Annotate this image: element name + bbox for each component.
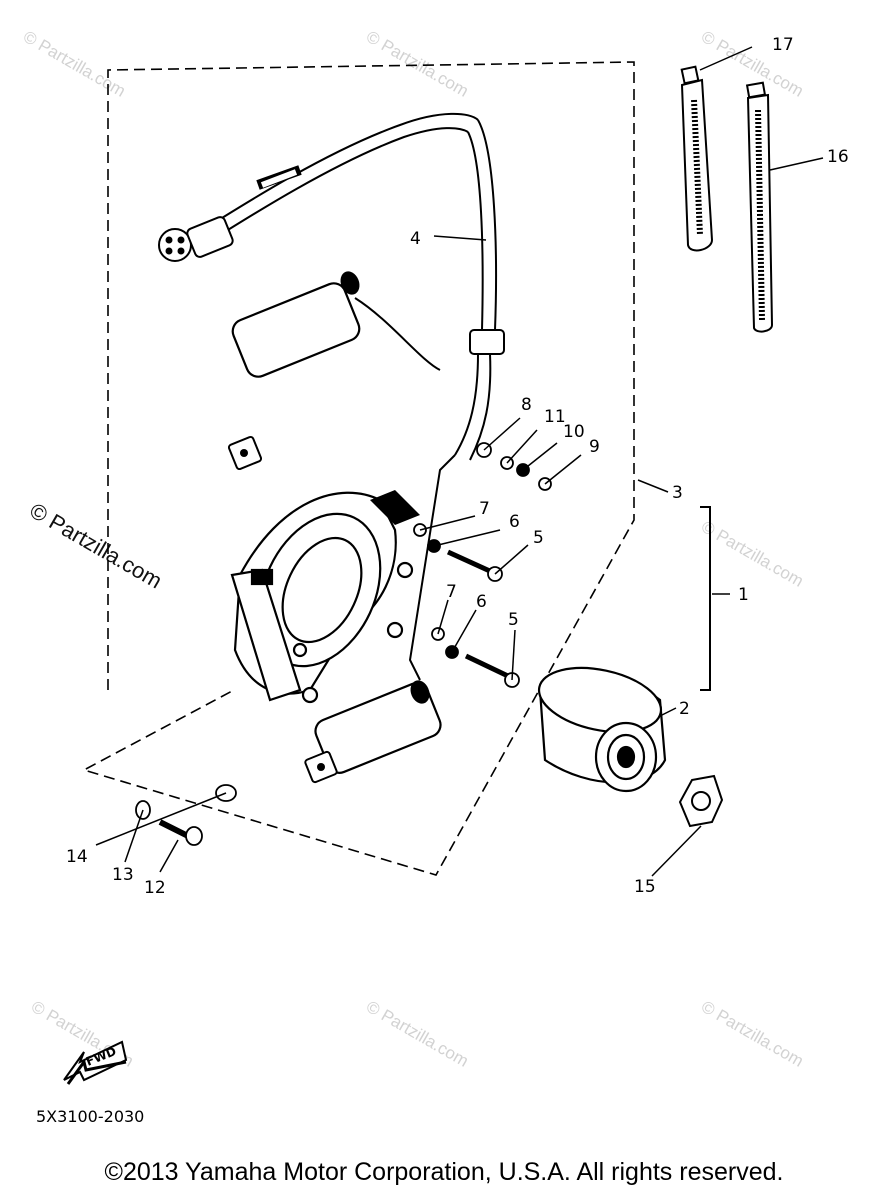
nut-part-15 xyxy=(678,774,724,828)
connector-plug xyxy=(158,216,234,262)
watermark-top-center: © Partzilla.com xyxy=(363,27,472,101)
callout-6a: 6 xyxy=(509,512,520,532)
callout-labels: 17 16 4 8 11 10 9 3 1 7 6 5 7 6 5 2 14 1… xyxy=(66,35,849,898)
drawing-code: 5X3100-2030 xyxy=(36,1107,144,1126)
callout-6b: 6 xyxy=(476,592,487,612)
callout-7b: 7 xyxy=(446,582,457,602)
callout-8: 8 xyxy=(521,395,532,415)
pulser-coil-bottom xyxy=(304,680,442,784)
screw-part-5a xyxy=(446,549,494,575)
callout-2: 2 xyxy=(679,699,690,719)
watermark-top-left: © Partzilla.com xyxy=(20,27,129,101)
callout-9: 9 xyxy=(589,437,600,457)
fwd-arrow: FWD xyxy=(63,1040,128,1085)
callout-16: 16 xyxy=(827,147,849,167)
callout-14: 14 xyxy=(66,847,88,867)
bolt-part-12 xyxy=(158,819,190,839)
leader-lines xyxy=(95,46,824,877)
watermark-mid-right: © Partzilla.com xyxy=(698,517,807,591)
callout-12: 12 xyxy=(144,878,166,898)
lead-wire xyxy=(189,112,505,461)
callout-1: 1 xyxy=(738,585,749,605)
stator-base-plate xyxy=(230,490,420,704)
callout-10: 10 xyxy=(563,422,585,442)
assembly-boundary xyxy=(81,61,635,876)
copyright-notice: ©2013 Yamaha Motor Corporation, U.S.A. A… xyxy=(104,1158,784,1186)
callout-4: 4 xyxy=(410,229,421,249)
bracket xyxy=(408,454,456,681)
watermark-bottom-center: © Partzilla.com xyxy=(363,997,472,1071)
ignition-coil-top xyxy=(227,271,441,471)
watermark-bottom-right: © Partzilla.com xyxy=(698,997,807,1071)
fastener-group-lower xyxy=(135,784,237,846)
callout-5b: 5 xyxy=(508,610,519,630)
callout-17: 17 xyxy=(772,35,794,55)
callout-7a: 7 xyxy=(479,499,490,519)
watermark-mid-left: © Partzilla.com xyxy=(26,498,167,594)
callout-5a: 5 xyxy=(533,528,544,548)
callout-3: 3 xyxy=(672,483,683,503)
fastener-group-upper xyxy=(413,442,552,688)
cable-tie-16 xyxy=(745,81,774,333)
flywheel-rotor xyxy=(537,666,667,793)
cable-tie-17 xyxy=(680,65,714,252)
callout-15: 15 xyxy=(634,877,656,897)
screw-part-5b xyxy=(464,653,510,679)
callout-13: 13 xyxy=(112,865,134,885)
callout-11: 11 xyxy=(544,407,566,427)
